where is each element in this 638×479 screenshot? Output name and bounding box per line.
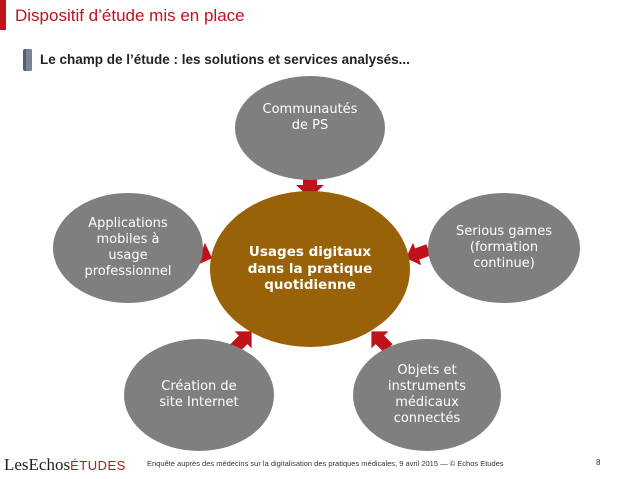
node-communautes: Communautés de PS (235, 76, 385, 180)
footer-logo-sub: ÉTUDES (70, 458, 126, 473)
node-creation-site: Création de site Internet (124, 339, 274, 451)
page-number: 8 (596, 458, 601, 467)
arrow-right-icon (405, 242, 431, 266)
title-bar: Dispositif d’étude mis en place (0, 0, 262, 30)
footer-logo-main: LesEchos (4, 455, 71, 474)
subtitle-marker-icon (23, 49, 32, 71)
footer-logo: LesEchosÉTUDES (4, 455, 126, 475)
node-serious-games-label: Serious games (formation continue) (456, 223, 552, 272)
node-center-label: Usages digitaux dans la pratique quotidi… (247, 243, 373, 294)
node-objets-connectes-label: Objets et instruments médicaux connectés (387, 362, 467, 427)
node-serious-games: Serious games (formation continue) (428, 193, 580, 303)
node-creation-site-label: Création de site Internet (159, 378, 239, 410)
node-communautes-label: Communautés de PS (262, 101, 358, 133)
title-accent-bar (0, 0, 6, 30)
node-objets-connectes: Objets et instruments médicaux connectés (353, 339, 501, 451)
footer-source-text: Enquête auprès des médecins sur la digit… (147, 459, 504, 468)
node-applications-label: Applications mobiles à usage professionn… (84, 215, 172, 280)
section-subtitle: Le champ de l’étude : les solutions et s… (40, 52, 410, 67)
page-title: Dispositif d’étude mis en place (15, 6, 245, 25)
node-applications: Applications mobiles à usage professionn… (53, 193, 203, 303)
node-center-usages: Usages digitaux dans la pratique quotidi… (210, 191, 410, 347)
